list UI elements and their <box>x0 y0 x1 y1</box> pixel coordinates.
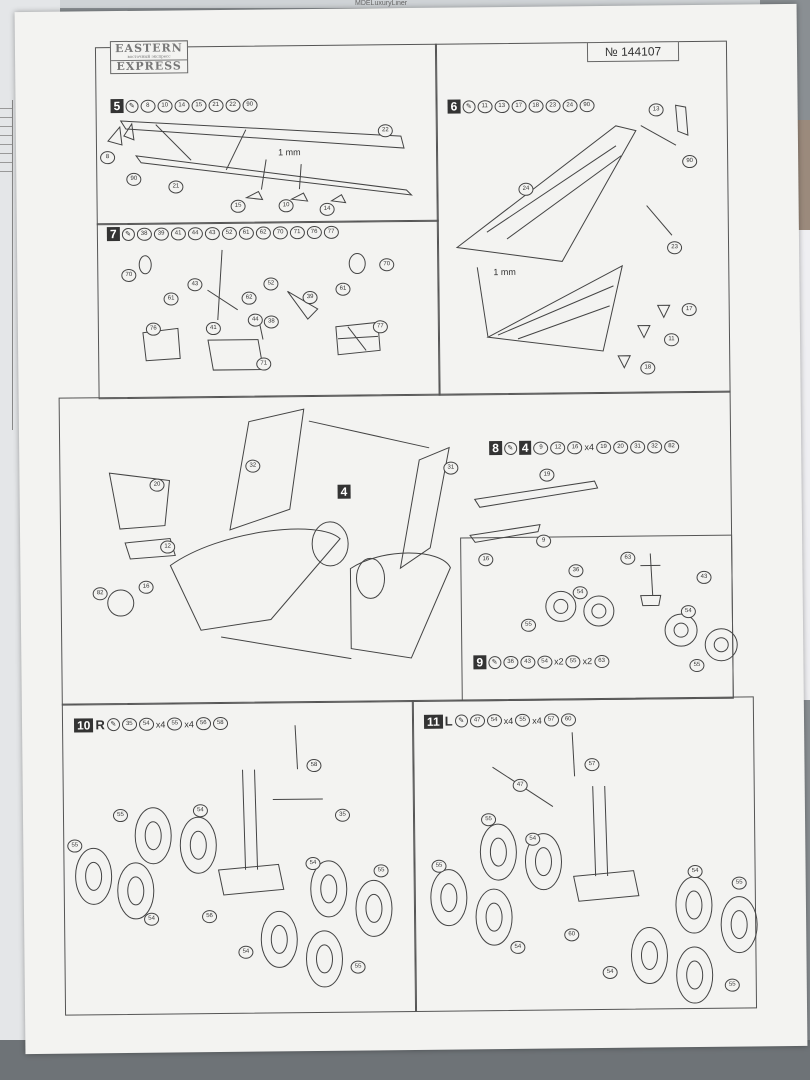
instruction-sheet: EASTERN восточный экспресс EXPRESS № 144… <box>14 3 808 1055</box>
top-box-edge <box>60 0 760 8</box>
callout: 35 <box>334 808 351 822</box>
sub-assembly-label: 4 <box>337 484 351 499</box>
callout: 55 <box>724 978 740 992</box>
callout: 58 <box>306 758 322 773</box>
callout: 21 <box>168 180 184 194</box>
step-5-drawing <box>107 120 413 204</box>
callout: 60 <box>564 928 580 942</box>
callout: 47 <box>512 778 528 792</box>
step-7-drawing <box>138 249 381 371</box>
callout: 52 <box>263 277 279 291</box>
callout: 39 <box>302 290 318 305</box>
callout: 54 <box>525 832 541 846</box>
callout: 54 <box>510 940 526 954</box>
step-10-drawing <box>75 725 393 988</box>
callout: 16 <box>138 580 154 594</box>
callout: 36 <box>568 564 584 578</box>
callout: 55 <box>480 813 497 827</box>
callout: 55 <box>67 839 83 853</box>
callout: 43 <box>187 278 203 292</box>
left-page-edge <box>0 100 13 430</box>
callout: 24 <box>518 182 534 196</box>
assembly-drawings <box>75 104 758 1004</box>
callout: 32 <box>245 459 261 473</box>
dimension-label: 1 mm <box>493 266 516 278</box>
callout: 55 <box>520 618 537 632</box>
callout: 61 <box>335 282 351 296</box>
callout: 20 <box>149 478 165 492</box>
callout: 16 <box>478 553 494 567</box>
callout: 55 <box>112 808 129 823</box>
callout: 18 <box>640 361 656 375</box>
callout: 31 <box>443 461 459 475</box>
callout: 41 <box>205 321 221 336</box>
step-11-drawing <box>430 732 758 1004</box>
callout: 12 <box>160 540 176 554</box>
callout: 22 <box>377 124 393 138</box>
callout: 54 <box>305 856 321 871</box>
callout: 62 <box>241 291 257 305</box>
callout: 43 <box>696 570 712 585</box>
dimension-label: 1 mm <box>277 147 301 158</box>
top-box-text: MDELuxuryLiner <box>355 0 408 7</box>
callout: 54 <box>687 864 703 879</box>
callout: 19 <box>539 468 555 482</box>
callout: 90 <box>682 154 698 169</box>
callout: 82 <box>92 587 108 601</box>
callout: 70 <box>121 268 137 283</box>
callout: 54 <box>602 965 618 980</box>
callout: 44 <box>247 313 263 327</box>
callout: 54 <box>144 912 160 926</box>
callout: 77 <box>372 320 388 334</box>
callout: 13 <box>648 103 664 117</box>
callout: 61 <box>163 292 179 306</box>
callout: 8 <box>100 151 116 165</box>
step-8-drawing <box>107 408 599 660</box>
callout: 9 <box>536 534 552 548</box>
callout: 14 <box>319 202 335 216</box>
callout: 15 <box>230 199 246 213</box>
callout: 71 <box>256 357 272 371</box>
callout: 54 <box>192 804 209 818</box>
callout: 55 <box>689 658 705 673</box>
callout: 55 <box>350 960 366 974</box>
callout: 63 <box>620 551 636 565</box>
callout: 17 <box>681 302 697 317</box>
callout: 57 <box>584 758 600 772</box>
callout: 70 <box>379 258 395 272</box>
callout: 54 <box>680 605 696 619</box>
callout: 54 <box>572 586 588 600</box>
callout: 11 <box>663 333 680 347</box>
callout: 23 <box>667 241 683 255</box>
callout: 55 <box>373 864 389 878</box>
callout: 55 <box>731 876 747 890</box>
step-6-drawing <box>455 104 689 369</box>
callout: 10 <box>278 199 294 213</box>
callout: 76 <box>145 322 161 336</box>
callout: 90 <box>126 172 142 186</box>
callout: 54 <box>238 945 254 959</box>
callout: 38 <box>263 315 279 329</box>
